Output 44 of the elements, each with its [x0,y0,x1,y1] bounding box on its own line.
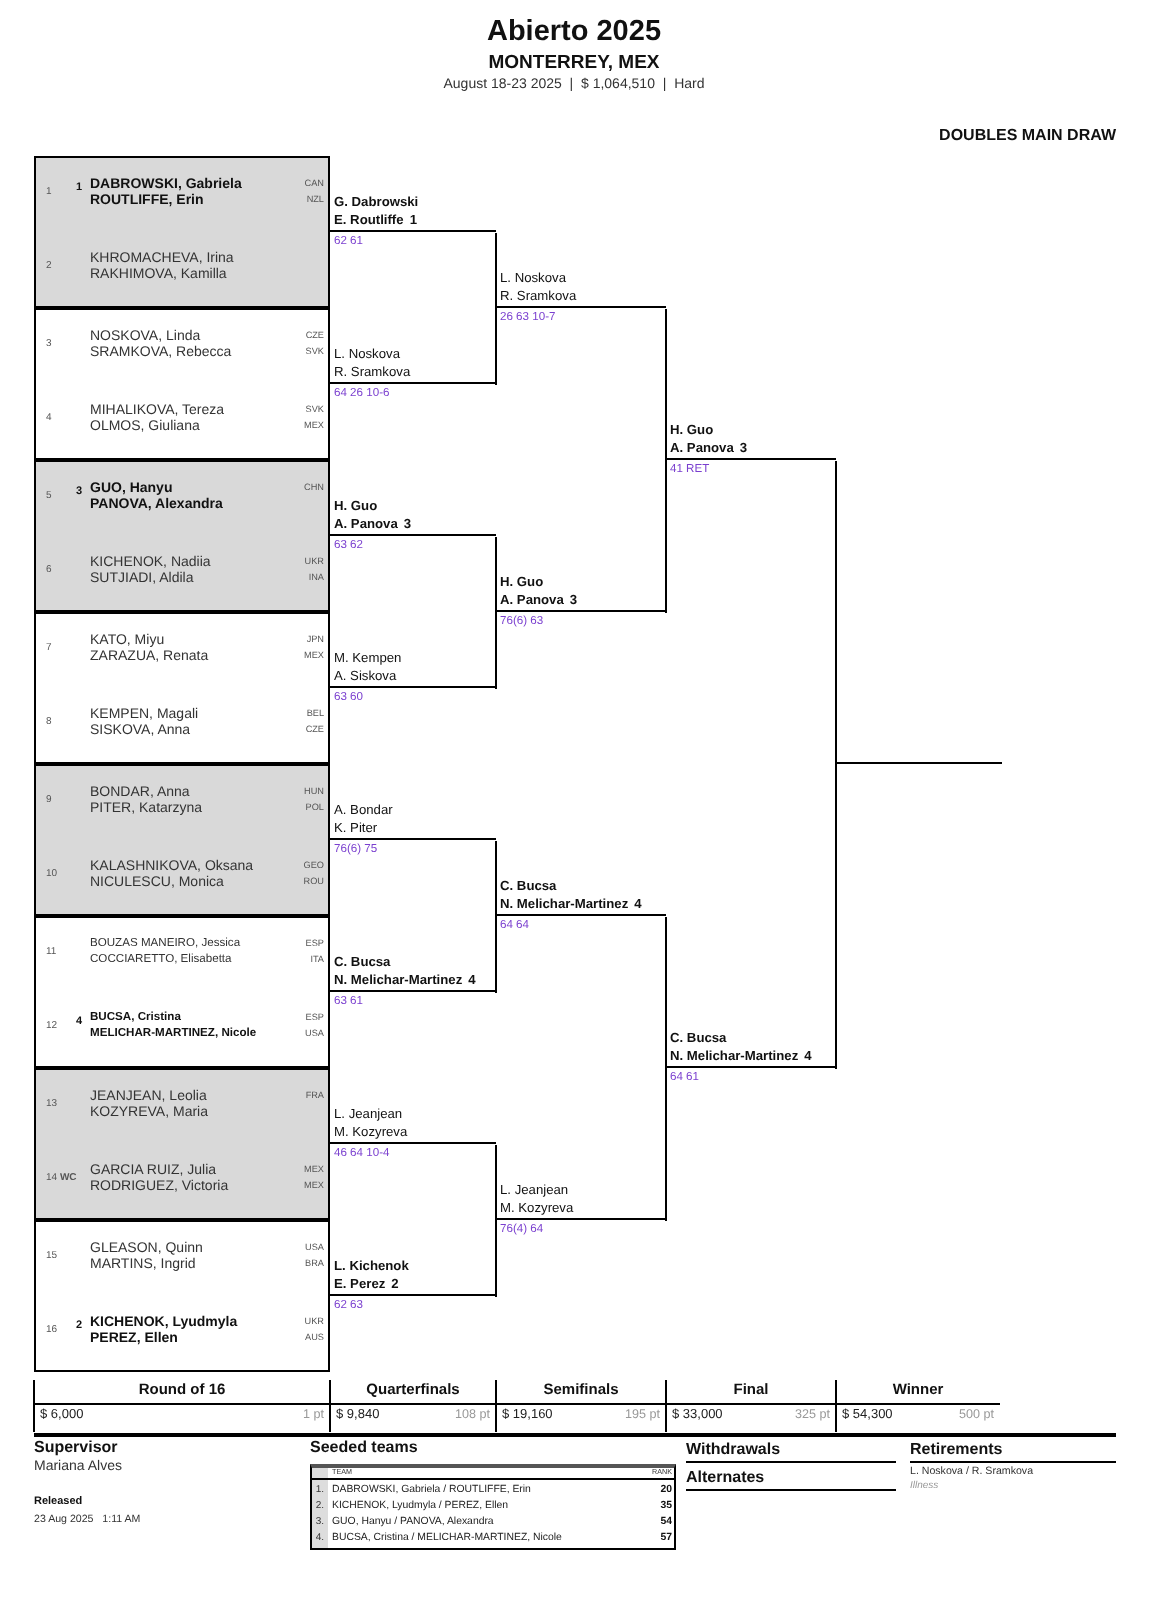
winner-slot [496,1180,666,1220]
bracket-line [495,1220,497,1298]
section-heading: Seeded teams [310,1438,420,1457]
bracket-line [665,916,667,1070]
section-heading: Retirements [910,1440,1005,1459]
location: MONTERREY, MEX [486,54,662,76]
bracket-line [495,232,497,310]
bracket-line [835,460,837,766]
match-box [34,764,330,916]
winner-slot [330,496,496,536]
winner-slot [496,876,666,916]
bracket-line [495,536,497,614]
winner-slot [330,344,496,384]
match-box [34,460,330,612]
section-heading: Alternates [686,1468,767,1487]
winner-slot [496,572,666,612]
section-heading: Supervisor [34,1438,120,1457]
winner-slot [330,648,496,688]
match-box [34,1220,330,1372]
winner-slot [496,268,666,308]
bracket-line [495,612,497,690]
bracket-line [665,460,667,614]
winner-slot [330,952,496,992]
bracket-line [835,764,837,1070]
winner-slot [330,192,496,232]
winner-slot [330,1256,496,1296]
match-box [34,612,330,764]
bracket-line [665,1068,667,1222]
match-box [34,156,330,308]
bracket-line [495,308,497,386]
section-heading: Withdrawals [686,1440,783,1459]
bracket-line [495,916,497,994]
winner-slot [330,1104,496,1144]
bracket-line [665,308,667,462]
winner-slot [666,1028,836,1068]
bracket-line [495,1144,497,1222]
winner-slot [666,420,836,460]
bracket-line [495,840,497,918]
draw-type: DOUBLES MAIN DRAW [937,126,1116,145]
title: Abierto 2025 [484,16,664,50]
match-box [34,308,330,460]
match-box [34,916,330,1068]
winner-slot [330,800,496,840]
match-box [34,1068,330,1220]
